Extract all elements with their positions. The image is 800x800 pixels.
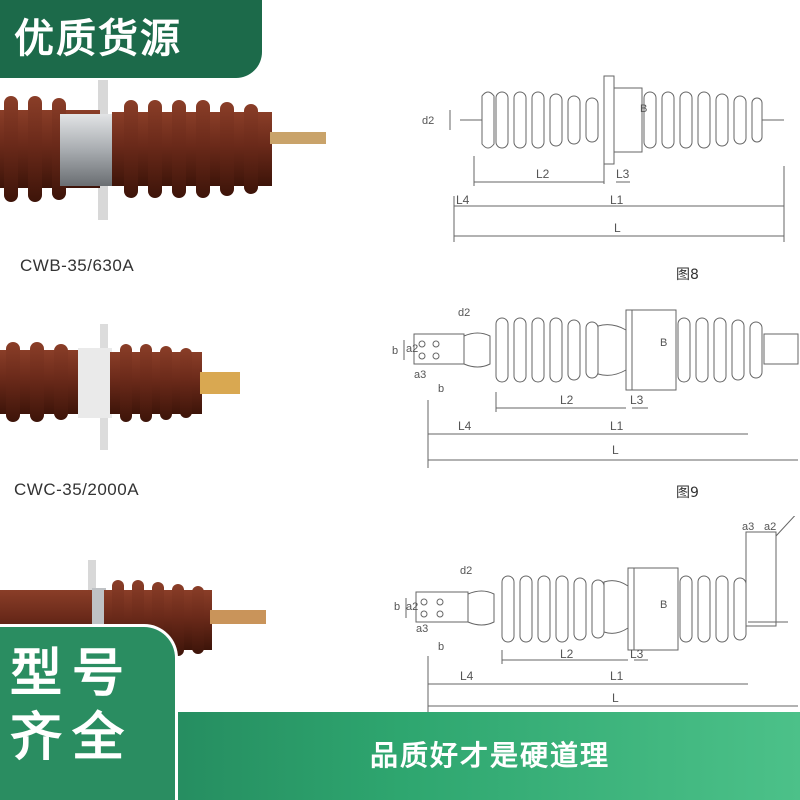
- dim-l3-fig10: L3: [630, 647, 644, 661]
- dim-l4-fig10: L4: [460, 669, 474, 683]
- dim-d2-fig10: d2: [460, 565, 472, 577]
- dim-bb-fig9: B: [660, 337, 667, 349]
- dim-l4-fig8: L4: [456, 193, 470, 207]
- dim-a3-fig9: a3: [414, 369, 426, 381]
- dim-bb-fig10: B: [660, 599, 667, 611]
- dim-d2-fig8: d2: [422, 115, 434, 127]
- dim-l4-fig9: L4: [458, 419, 472, 433]
- dim-b2-fig10: b: [438, 641, 444, 653]
- dim-b-fig8: B: [640, 103, 647, 115]
- dim-l2-fig9: L2: [560, 393, 574, 407]
- dim-l-fig9: L: [612, 443, 619, 457]
- bottom-badge-text: 型号 齐全: [10, 642, 170, 770]
- dim-d2-fig9: d2: [458, 307, 470, 319]
- dim-l-fig8: L: [614, 221, 621, 235]
- dim-a2-fig9: a2: [406, 343, 418, 355]
- dim-a2-fig10: a2: [406, 601, 418, 613]
- dim-l2-fig10: L2: [560, 647, 574, 661]
- drawing-figure-10: a3 a2 d2 b a2 a3 b B L2 L3 L4 L1 L: [394, 516, 798, 712]
- bottom-badge-line1: 型号: [10, 644, 135, 704]
- drawing-figure-8: d2 B L2 L3 L4 L1 L: [422, 75, 785, 242]
- dim-a2-right-fig10: a2: [764, 521, 776, 533]
- dim-b-fig9: b: [392, 345, 398, 357]
- dim-l1-fig9: L1: [610, 419, 624, 433]
- dim-l-fig10: L: [612, 691, 619, 705]
- dim-l1-fig8: L1: [610, 193, 624, 207]
- product-photo-2: [0, 324, 240, 450]
- dim-a3-right-fig10: a3: [742, 521, 754, 533]
- dim-l1-fig10: L1: [610, 669, 624, 683]
- dim-l3-fig9: L3: [630, 393, 644, 407]
- drawing-figure-9: d2 b a2 a3 b B L2 L3 L4 L1 L: [392, 307, 799, 468]
- slogan-text: 品质好才是硬道理: [369, 739, 610, 772]
- product-model-1: CWB-35/630A: [20, 256, 135, 275]
- bottom-badge: [0, 624, 178, 800]
- dim-a3-fig10: a3: [416, 623, 428, 635]
- figure-9-label: 图9: [676, 485, 699, 501]
- dim-b-fig10: b: [394, 601, 400, 613]
- product-photo-1: [0, 80, 326, 220]
- top-badge: 优质货源: [0, 0, 262, 78]
- top-badge-text: 优质货源: [14, 16, 182, 62]
- dim-l3-fig8: L3: [616, 167, 630, 181]
- figure-8-label: 图8: [676, 267, 699, 283]
- bottom-badge-line2: 齐全: [10, 708, 135, 768]
- dim-l2-fig8: L2: [536, 167, 550, 181]
- dim-b2-fig9: b: [438, 383, 444, 395]
- product-model-2: CWC-35/2000A: [14, 480, 140, 499]
